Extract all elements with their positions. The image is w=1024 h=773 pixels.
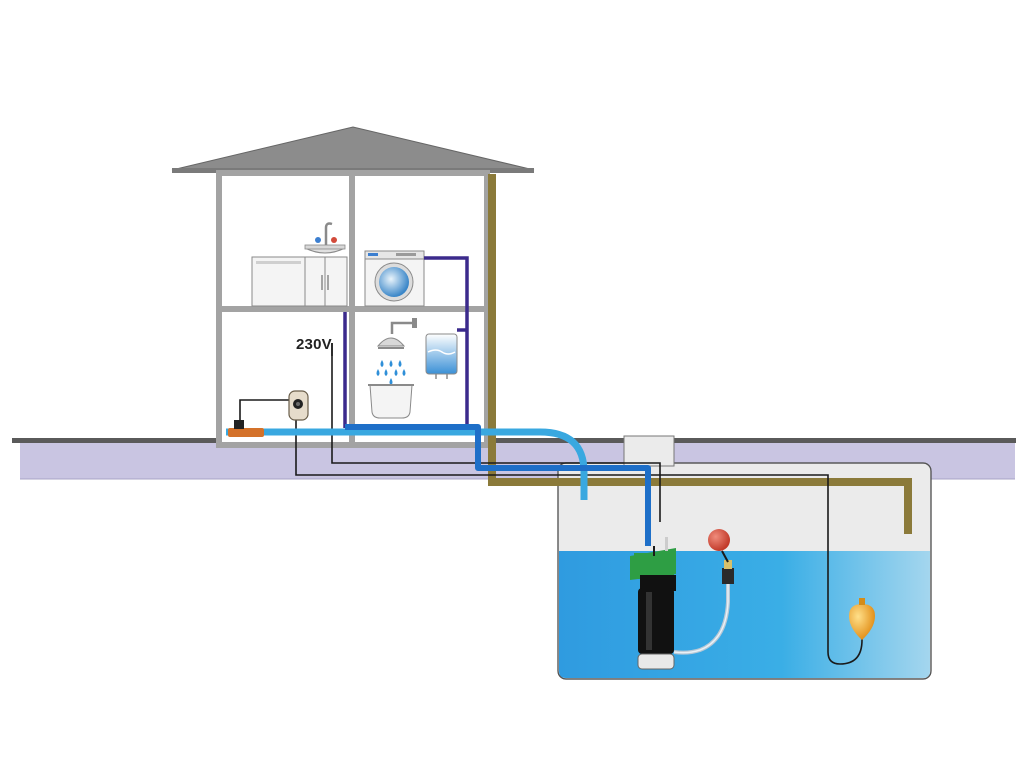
house bbox=[171, 126, 535, 448]
shower-icon bbox=[376, 318, 417, 385]
rainwater-downpipe bbox=[488, 174, 912, 534]
pressure-pipe bbox=[345, 424, 651, 546]
water-heater-icon bbox=[425, 333, 458, 379]
float-switch-icon bbox=[708, 529, 730, 551]
voltage-label: 230V bbox=[296, 336, 332, 353]
submersible-pump-icon bbox=[630, 537, 676, 670]
float-connector bbox=[722, 568, 734, 584]
rainwater-tank bbox=[557, 435, 932, 680]
float-switch-icon bbox=[849, 598, 875, 640]
pump-controller-icon bbox=[228, 390, 309, 437]
ground bbox=[12, 438, 1016, 480]
bathtub-icon bbox=[368, 384, 414, 419]
kitchen-sink-icon bbox=[251, 222, 348, 307]
washing-machine-icon bbox=[364, 250, 425, 307]
